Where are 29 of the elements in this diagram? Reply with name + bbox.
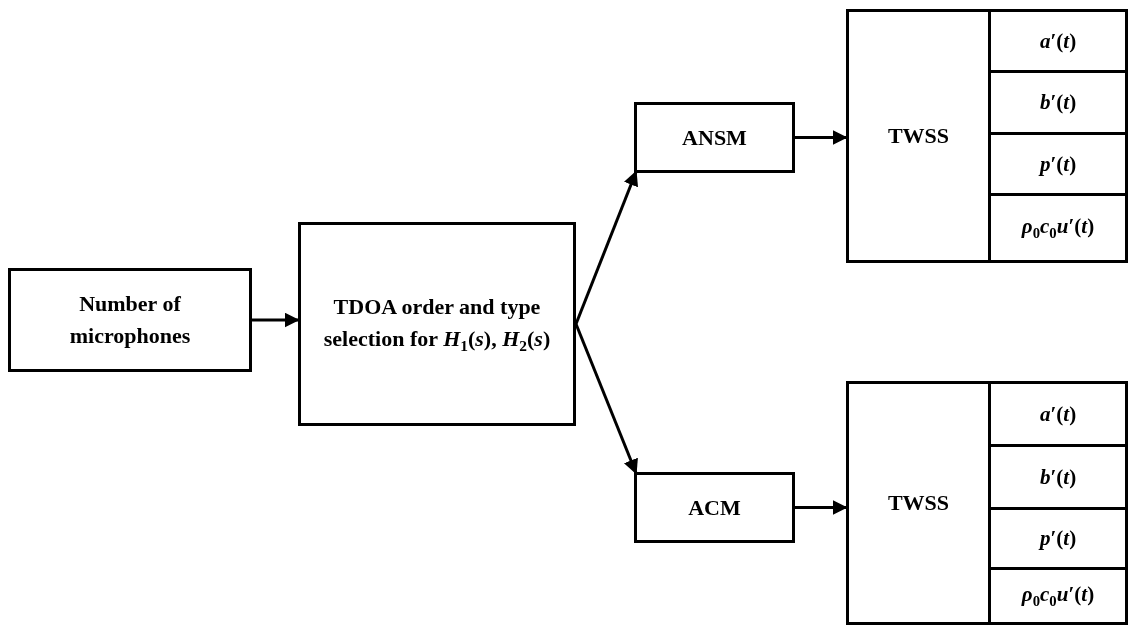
arrow (574, 323, 638, 475)
node-label: b′(t) (1039, 463, 1077, 491)
node-label: p′(t) (1039, 150, 1077, 178)
node-label: TDOA order and type selection for H$_{1}$(s), H$_{2}$(s) (322, 292, 552, 356)
node-label: a′(t) (1039, 400, 1077, 428)
node-label: ρ$_{0}$c$_{0}$u′(t) (1021, 213, 1095, 244)
node-label: b′(t) (1039, 89, 1077, 117)
node-label: ACM (688, 493, 741, 522)
process-box (846, 381, 991, 625)
process-box (846, 9, 991, 263)
node-label: ANSM (682, 123, 747, 152)
arrow (252, 312, 300, 328)
signal-cell (988, 193, 1128, 263)
signal-cell (988, 381, 1128, 447)
process-box (8, 268, 252, 372)
node-label: TWSS (887, 122, 950, 151)
node-label: Number of microphones (68, 290, 192, 350)
arrow (795, 500, 848, 515)
node-label: a′(t) (1039, 27, 1077, 55)
process-box (634, 472, 795, 543)
process-box (298, 222, 576, 426)
arrow (795, 130, 848, 145)
node-label: p′(t) (1039, 525, 1077, 553)
signal-cell (988, 9, 1128, 73)
process-box (634, 102, 795, 173)
node-label: ρ$_{0}$c$_{0}$u′(t) (1021, 581, 1095, 612)
signal-cell (988, 567, 1128, 625)
arrow (574, 170, 638, 325)
node-label: TWSS (887, 489, 950, 518)
